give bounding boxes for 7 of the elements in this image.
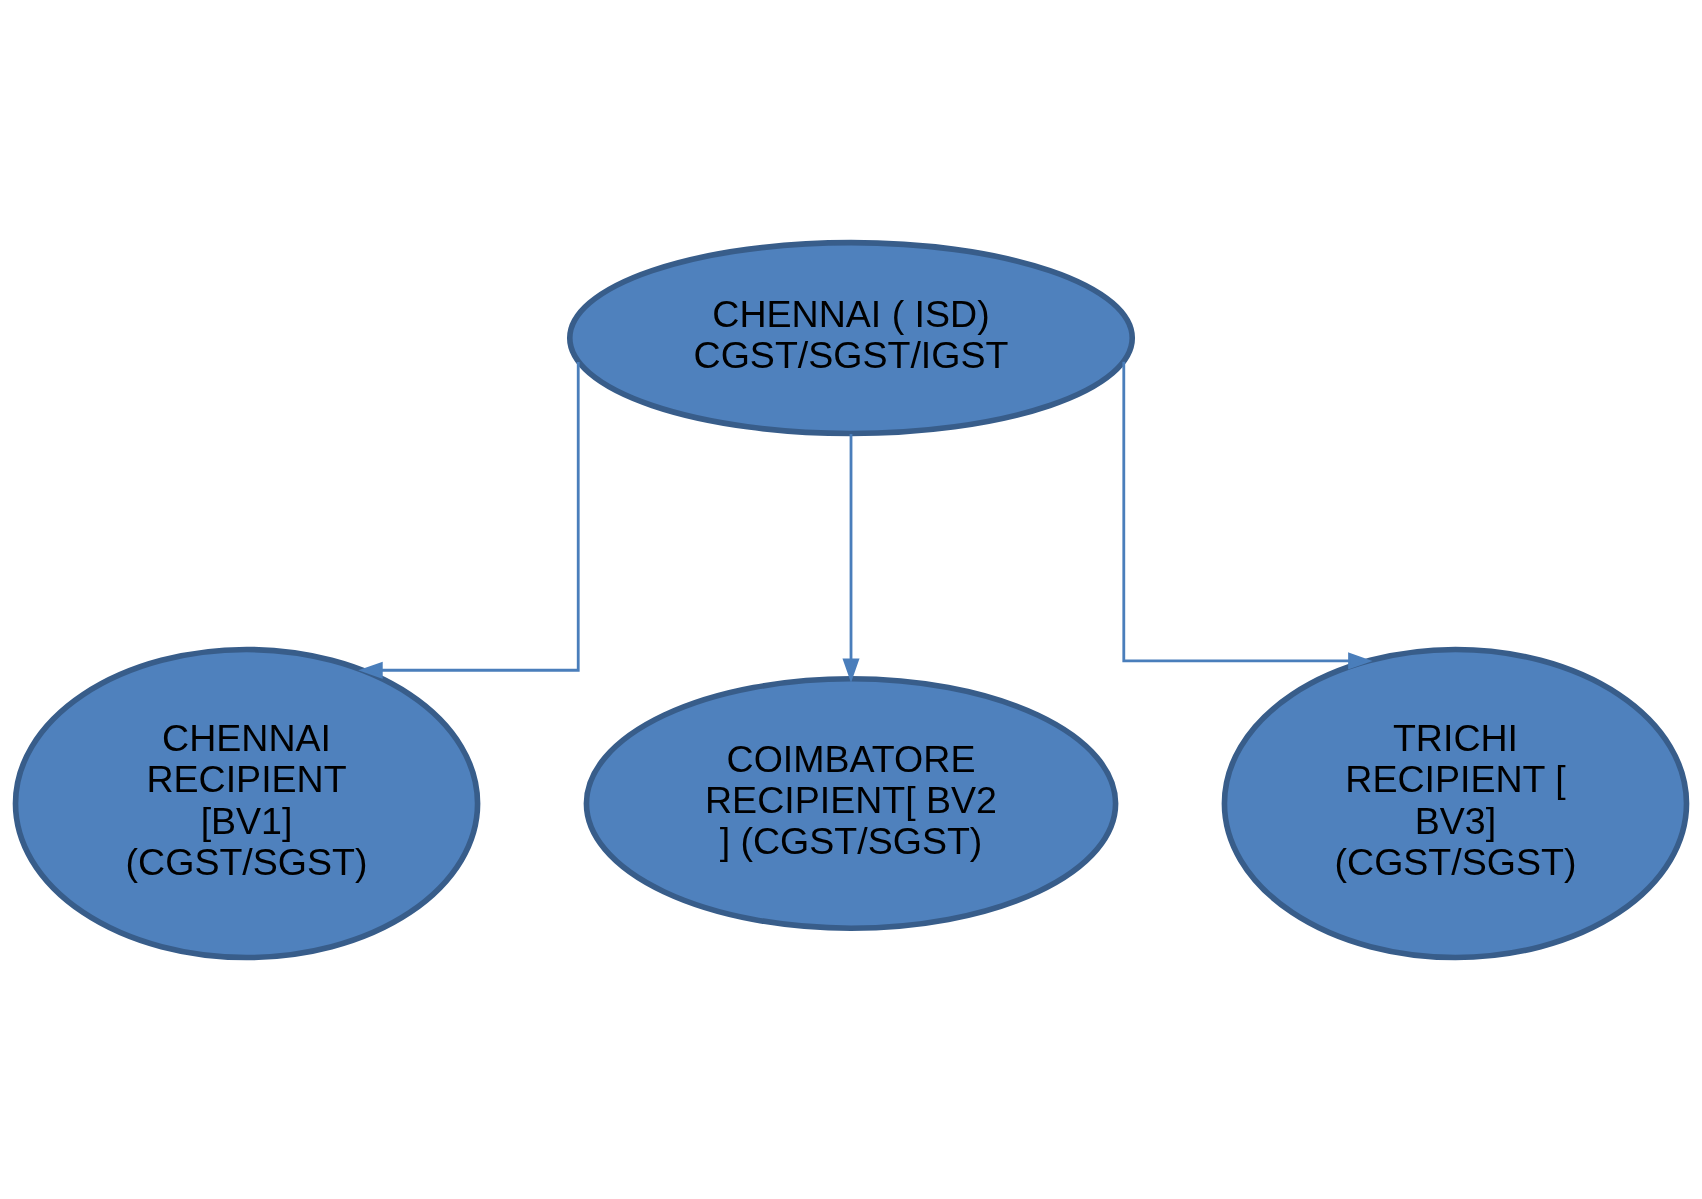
node-ellipse: COIMBATORE RECIPIENT[ BV2 ] (CGST/SGST) [583,675,1119,931]
node-ellipse: CHENNAI ( ISD) CGST/SGST/IGST [566,239,1136,436]
arrow [358,361,580,679]
node-ellipse: TRICHI RECIPIENT [ BV3] (CGST/SGST) [1221,646,1690,960]
arrow [1122,361,1373,669]
node-ellipse: CHENNAI RECIPIENT [BV1] (CGST/SGST) [12,646,481,960]
arrow [842,433,860,683]
